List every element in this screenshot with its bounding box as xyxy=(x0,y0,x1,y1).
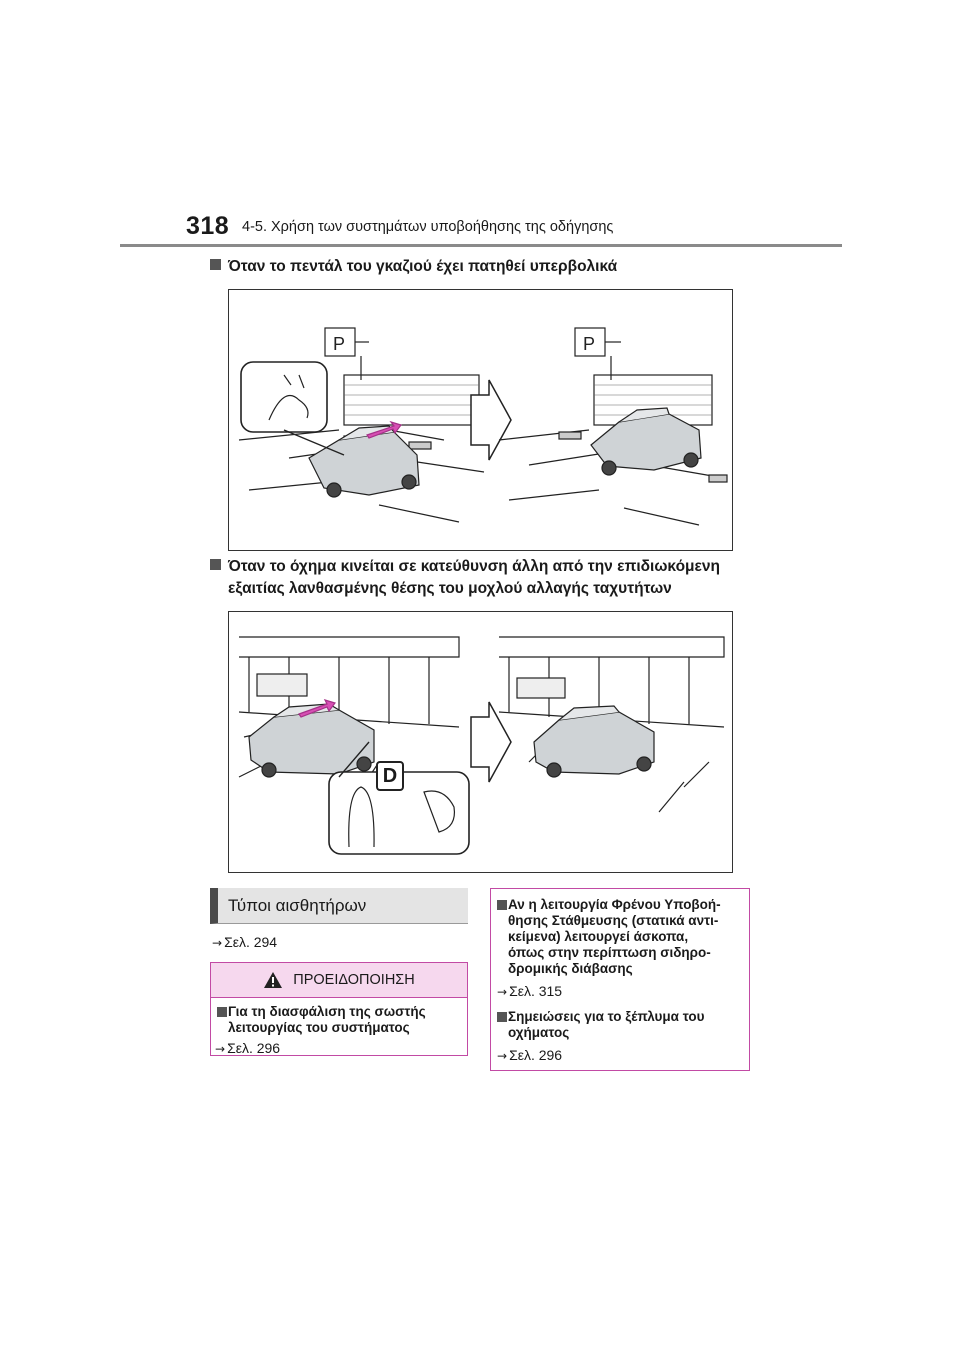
arrow-right-icon: → xyxy=(212,936,223,950)
bullet-square-icon xyxy=(497,1012,507,1022)
figure-gear-position: D xyxy=(228,611,733,873)
sensor-types-ref: →Σελ. 294 xyxy=(212,934,278,950)
header-rule xyxy=(120,244,842,247)
note-parking-brake-ref: →Σελ. 315 xyxy=(497,983,563,999)
parking-wall-illustration: P xyxy=(238,327,728,526)
warning-triangle-icon xyxy=(264,972,283,988)
svg-text:P: P xyxy=(583,334,595,354)
bullet-square-icon xyxy=(210,559,221,570)
chapter-title: 4-5. Χρήση των συστημάτων υποβοήθησης τη… xyxy=(242,219,614,235)
note-car-wash: Σημειώσεις για το ξέπλυμα του οχήματος xyxy=(491,1009,749,1041)
warning-ref: →Σελ. 296 xyxy=(215,1040,281,1056)
note-car-wash-ref: →Σελ. 296 xyxy=(497,1047,563,1063)
svg-text:P: P xyxy=(333,334,345,354)
warning-item: Για τη διασφάλιση της σωστής λειτουργίας… xyxy=(211,1004,467,1036)
arrow-right-icon: → xyxy=(215,1042,226,1056)
bullet-square-icon xyxy=(210,259,221,270)
figure-accelerator-parking: P xyxy=(228,289,733,551)
warning-box: ΠΡΟΕΙΔΟΠΟΙΗΣΗ Για τη διασφάλιση της σωστ… xyxy=(210,962,468,1056)
arrow-right-icon: → xyxy=(497,985,508,999)
note-parking-brake: Αν η λειτουργία Φρένου Υποβοή- θησης Στά… xyxy=(491,897,749,977)
section-heading-gear-position: Όταν το όχημα κινείται σε κατεύθυνση άλλ… xyxy=(210,556,720,600)
storefront-illustration xyxy=(238,636,725,855)
notes-box: Αν η λειτουργία Φρένου Υποβοή- θησης Στά… xyxy=(490,888,750,1071)
page-number: 318 xyxy=(186,212,230,240)
section-heading-accelerator: Όταν το πεντάλ του γκαζιού έχει πατηθεί … xyxy=(210,256,617,278)
arrow-right-icon: → xyxy=(497,1049,508,1063)
warning-header: ΠΡΟΕΙΔΟΠΟΙΗΣΗ xyxy=(211,963,467,998)
sensor-types-title: Τύποι αισθητήρων xyxy=(210,888,468,924)
bullet-square-icon xyxy=(497,900,507,910)
gear-d-label: D xyxy=(376,761,404,791)
bullet-square-icon xyxy=(217,1007,227,1017)
